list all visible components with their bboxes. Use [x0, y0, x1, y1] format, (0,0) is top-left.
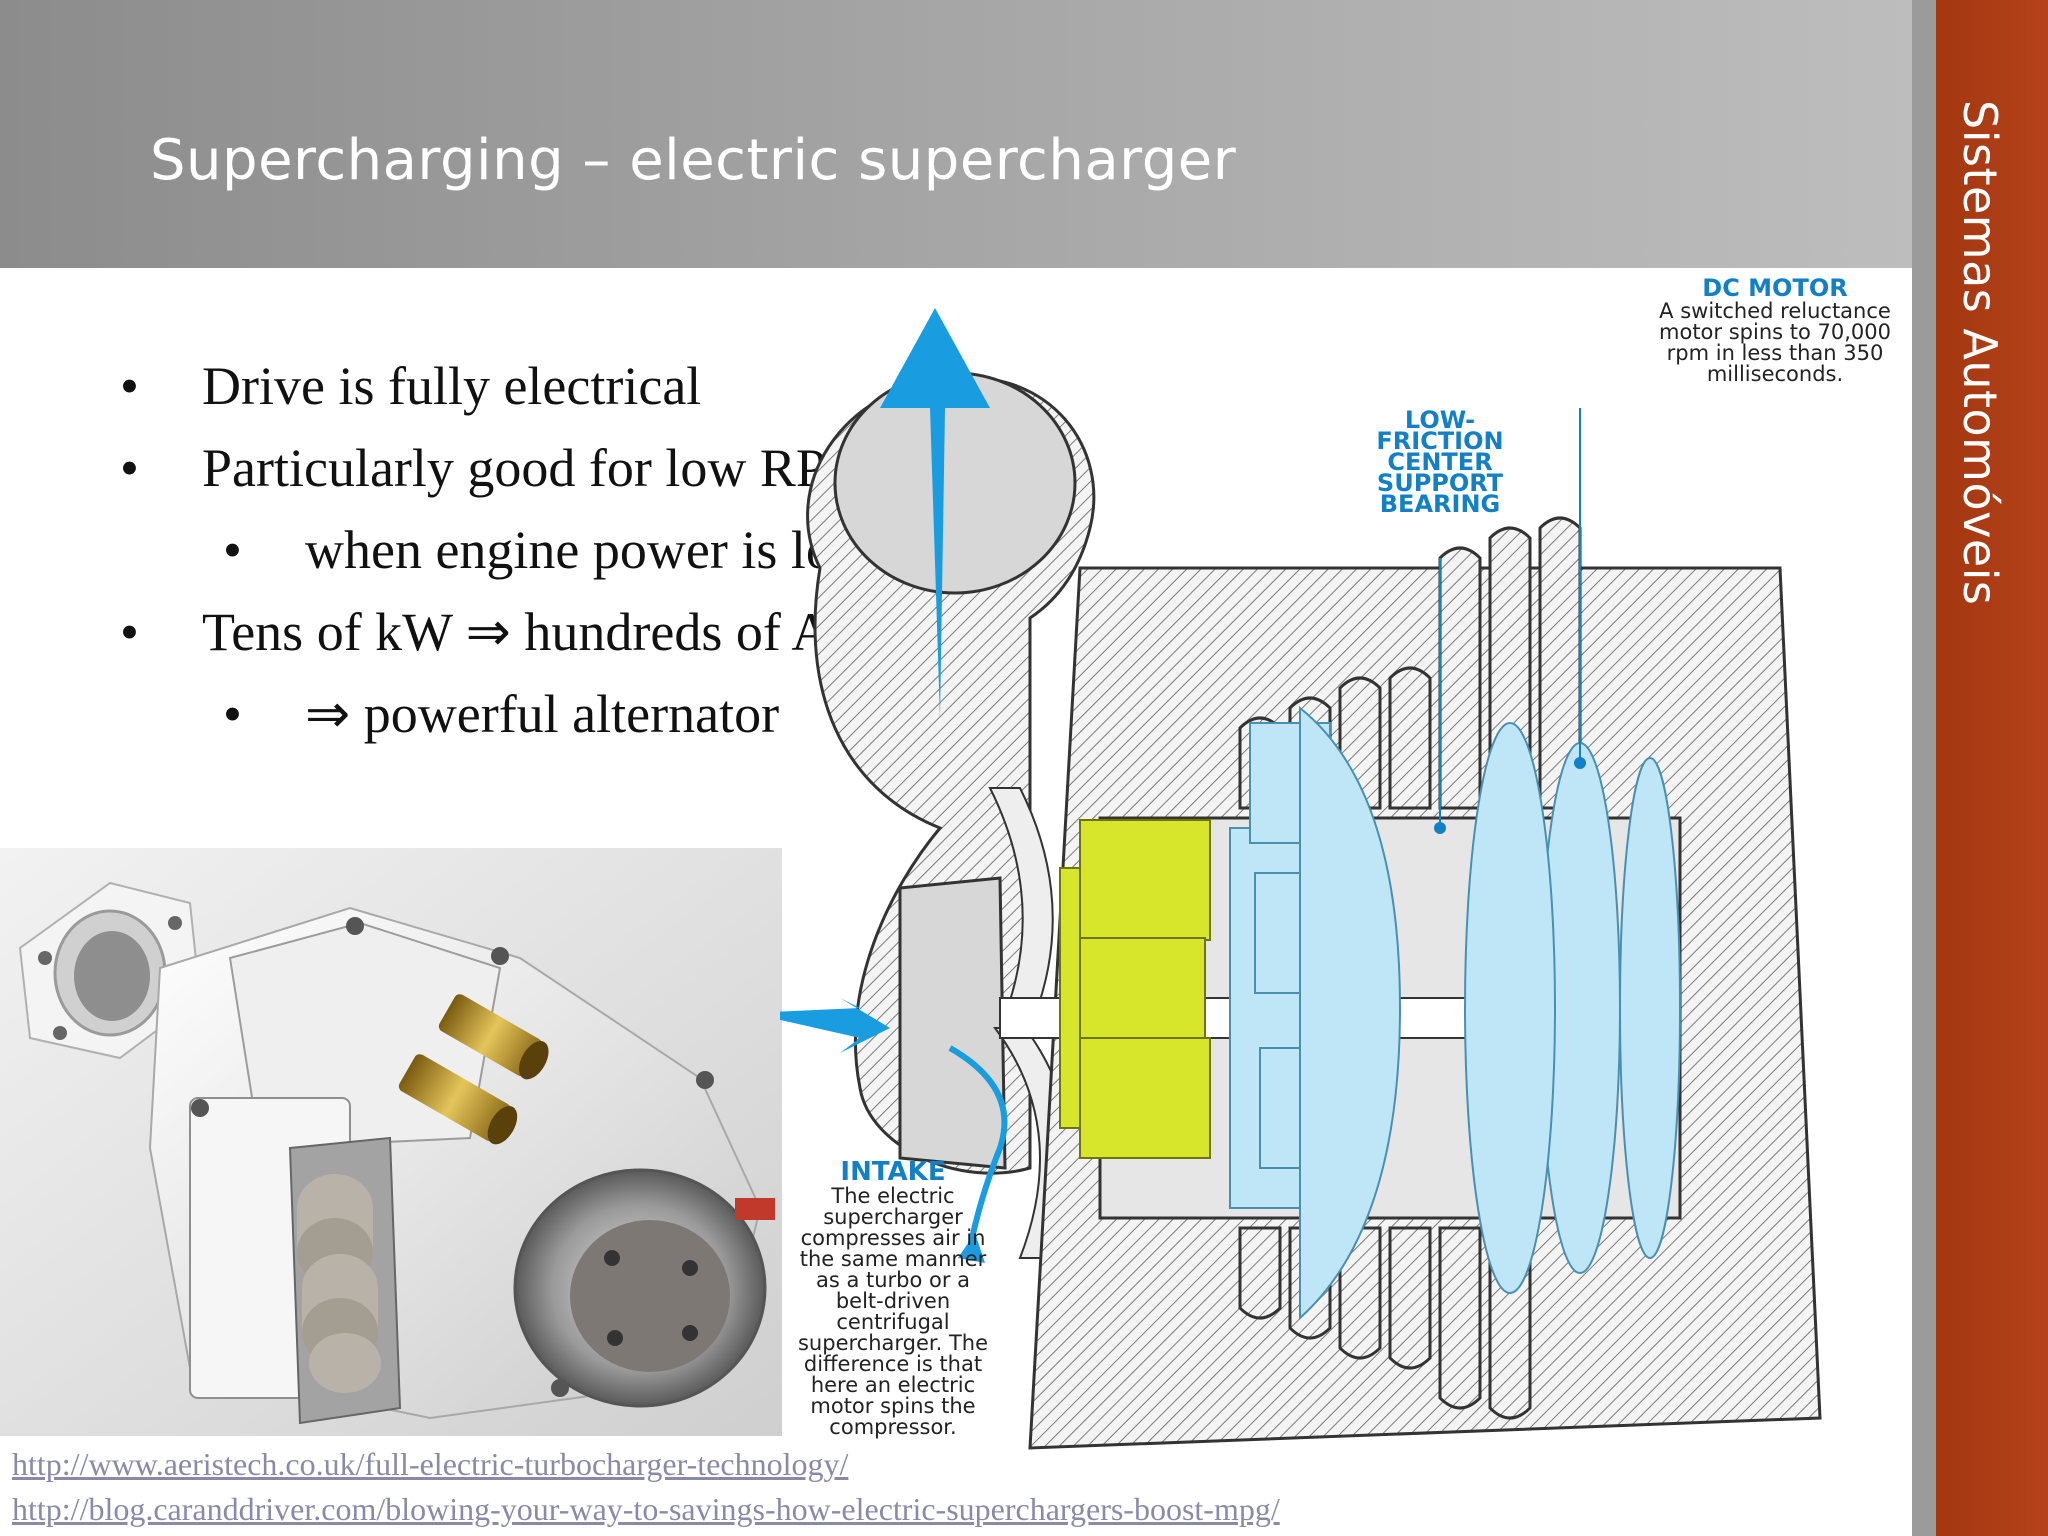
- source-link-caranddriver[interactable]: http://blog.caranddriver.com/blowing-you…: [12, 1491, 1280, 1527]
- sub-bullet-item: •when engine power is low: [120, 509, 874, 591]
- intake-annotation: INTAKE The electric supercharger compres…: [788, 1158, 998, 1438]
- bullet-item: •Tens of kW ⇒ hundreds of A: [120, 591, 874, 673]
- bullet-item: •Drive is fully electrical: [120, 345, 874, 427]
- slide-header-bar: [0, 0, 1912, 268]
- sub-bullet-item: •⇒ powerful alternator: [120, 673, 874, 755]
- bullet-dot: •: [223, 684, 242, 744]
- intake-heading: INTAKE: [840, 1157, 946, 1187]
- bullet-dot: •: [120, 438, 139, 498]
- bullet-item: •Particularly good for low RPM: [120, 427, 874, 509]
- bullet-dot: •: [223, 520, 242, 580]
- side-label: Sistemas Automóveis: [1953, 100, 2007, 606]
- bearing-annotation: LOW- FRICTION CENTER SUPPORT BEARING: [1376, 406, 1504, 518]
- supercharger-cutaway-diagram: [780, 308, 1822, 1450]
- bullet-dot: •: [120, 356, 139, 416]
- source-links: http://www.aeristech.co.uk/full-electric…: [12, 1442, 1280, 1532]
- bullet-list: •Drive is fully electrical •Particularly…: [120, 345, 874, 755]
- slide-title: Supercharging – electric supercharger: [150, 128, 1237, 193]
- dc-motor-heading: DC MOTOR: [1702, 274, 1848, 302]
- side-band: [1912, 0, 2048, 1536]
- source-link-aeristech[interactable]: http://www.aeristech.co.uk/full-electric…: [12, 1446, 849, 1482]
- bullet-dot: •: [120, 602, 139, 662]
- dc-motor-annotation: DC MOTOR A switched reluctance motor spi…: [1640, 275, 1910, 385]
- supercharger-photo: [0, 848, 782, 1436]
